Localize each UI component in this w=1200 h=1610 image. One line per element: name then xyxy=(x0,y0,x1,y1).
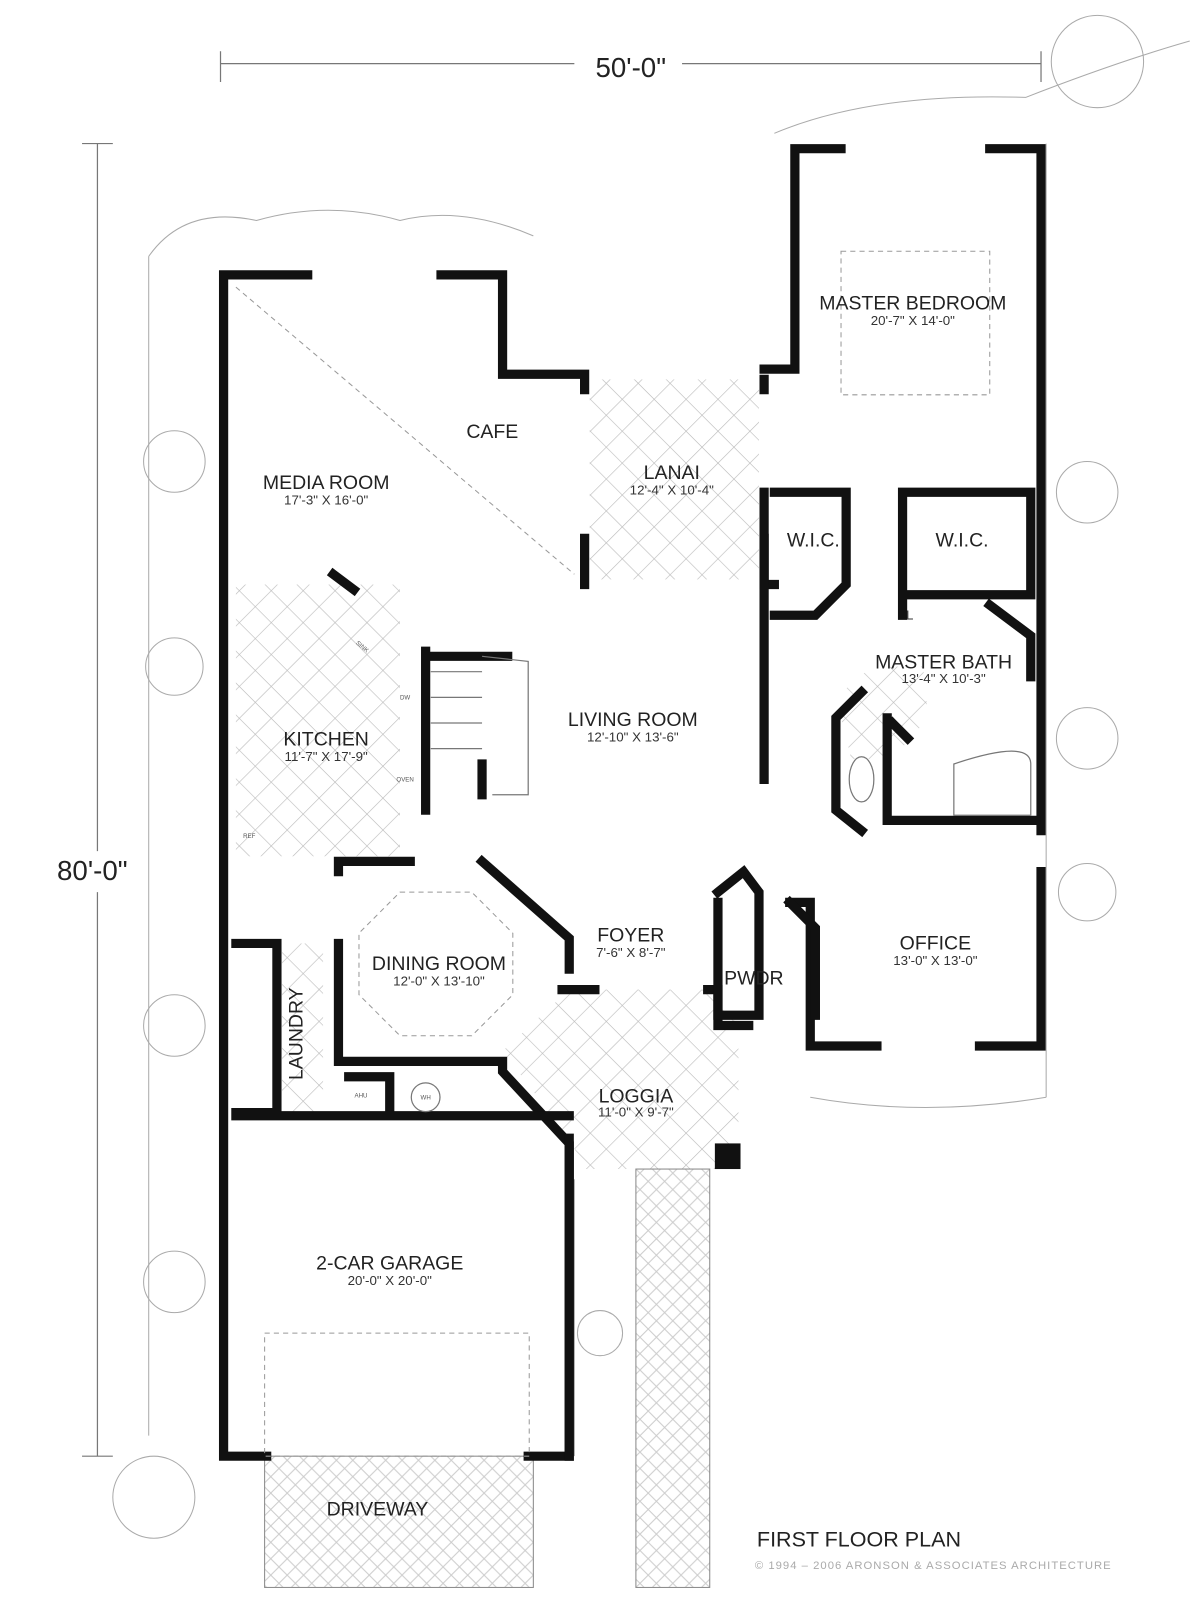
media-room-label: MEDIA ROOM xyxy=(263,472,390,494)
wic-right-label: W.I.C. xyxy=(936,530,989,552)
linen-label: L xyxy=(906,607,913,622)
garage-label: 2-CAR GARAGE xyxy=(316,1253,463,1275)
office-size: 13'-0" X 13'-0" xyxy=(893,953,977,968)
garage-size: 20'-0" X 20'-0" xyxy=(348,1273,432,1288)
kitchen-floor xyxy=(235,584,400,857)
foyer-label: FOYER xyxy=(597,924,664,946)
copyright: © 1994 – 2006 ARONSON & ASSOCIATES ARCHI… xyxy=(755,1560,1112,1572)
foyer-size: 7'-6" X 8'-7" xyxy=(596,945,666,960)
living-room-size: 12'-10" X 13'-6" xyxy=(587,729,679,744)
kitchen-label: KITCHEN xyxy=(283,729,368,751)
oven-label: OVEN xyxy=(396,776,413,783)
living-room-label: LIVING ROOM xyxy=(568,709,698,731)
master-bath-size: 13'-4" X 10'-3" xyxy=(901,671,985,686)
loggia-floor xyxy=(502,989,739,1170)
lanai-floor xyxy=(589,379,759,580)
landscaping xyxy=(112,14,1190,1539)
plan-title: FIRST FLOOR PLAN xyxy=(757,1527,961,1551)
ahu-label: AHU xyxy=(355,1092,368,1099)
master-bath-label: MASTER BATH xyxy=(875,652,1012,674)
master-bedroom-size: 20'-7" X 14'-0" xyxy=(871,313,955,328)
cafe-label: CAFE xyxy=(466,421,518,443)
loggia-label: LOGGIA xyxy=(599,1085,674,1107)
kitchen-size: 11'-7" X 17'-9" xyxy=(285,749,368,764)
water-heater-label: WH xyxy=(421,1094,431,1101)
refrigerator-label: REF xyxy=(243,833,256,840)
dining-room-label: DINING ROOM xyxy=(372,953,506,975)
lanai-label: LANAI xyxy=(644,462,700,484)
media-room-size: 17'-3" X 16'-0" xyxy=(284,493,368,508)
powder-room-label: PWDR xyxy=(724,967,783,989)
master-bedroom-label: MASTER BEDROOM xyxy=(819,293,1006,315)
driveway-paving xyxy=(264,1455,534,1588)
laundry-floor xyxy=(282,943,324,1113)
dining-room-size: 12'-0" X 13'-10" xyxy=(393,973,485,988)
width-dimension: 50'-0" xyxy=(596,52,667,83)
walls xyxy=(218,144,1046,1461)
wic-left-label: W.I.C. xyxy=(787,530,840,552)
lanai-size: 12'-4" X 10'-4" xyxy=(630,482,714,497)
laundry-label: LAUNDRY xyxy=(286,987,308,1080)
dishwasher-label: DW xyxy=(400,694,410,701)
office-label: OFFICE xyxy=(900,933,971,955)
details xyxy=(235,250,1032,1457)
walkway-paving xyxy=(635,1168,711,1588)
loggia-size: 11'-0" X 9'-7" xyxy=(598,1105,674,1120)
depth-dimension: 80'-0" xyxy=(57,855,128,886)
dimension-lines xyxy=(82,51,1042,1457)
driveway-label: DRIVEWAY xyxy=(327,1499,429,1521)
